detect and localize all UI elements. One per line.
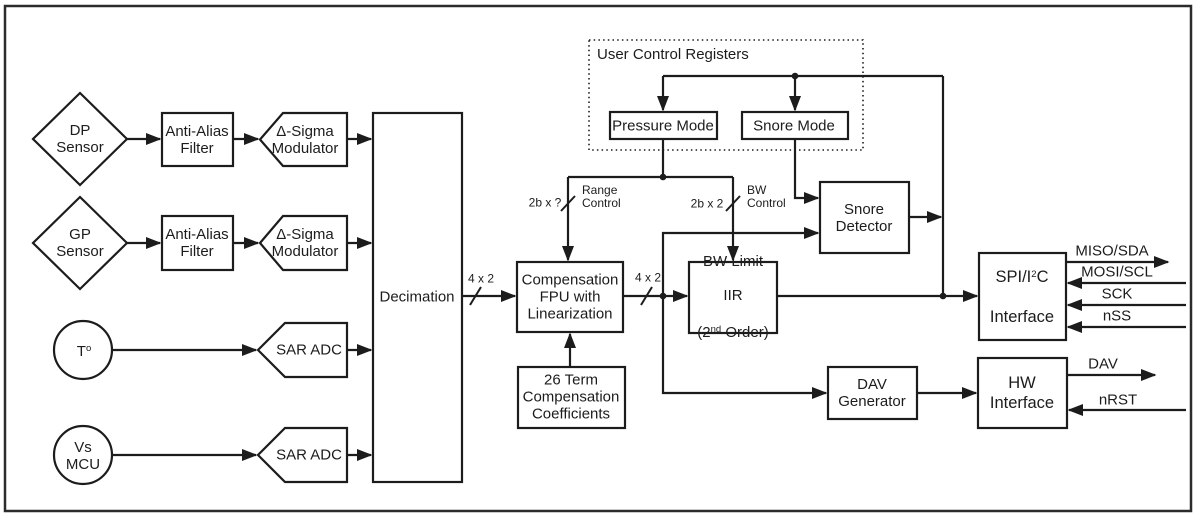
bw-limit-line3-post: Order) (721, 324, 769, 341)
spi-interface-box (977, 251, 1068, 342)
decimation-box (371, 111, 464, 484)
vs-mcu-label: Vs MCU (65, 439, 101, 473)
sar-adc-2-shape (256, 426, 349, 484)
dp-sensor-shape (31, 91, 129, 187)
bw-limit-line3-sup: nd (710, 324, 722, 335)
bus-slashes (469, 195, 741, 306)
gp-sensor-shape (31, 195, 129, 291)
hw-interface-box (976, 356, 1069, 430)
coefficients-label: 26 Term Compensation Coefficients (522, 371, 620, 423)
spi-interface-label: SPI/I2C Interface (990, 245, 1054, 347)
bus-label-decimation-out: 4 x 2 (467, 271, 495, 286)
signal-nss-label: nSS (1102, 307, 1132, 325)
bw-limit-line1: BW Limit (703, 253, 763, 270)
compensation-fpu-label: Compensation FPU with Linearization (521, 271, 619, 323)
bus-label-bw-bits: 2b x 2 (690, 196, 724, 211)
anti-alias-filter-1-label: Anti-Alias Filter (165, 123, 229, 157)
hw-interface-label: HW Interface (989, 374, 1055, 412)
user-control-registers-title: User Control Registers (597, 46, 749, 63)
signal-nrst-label: nRST (1098, 391, 1138, 409)
bw-limit-line3: (2nd Order) (697, 321, 768, 341)
spi-line1-post: C (1036, 268, 1049, 286)
signal-mosi-scl-label: MOSI/SCL (1081, 263, 1153, 281)
gp-sensor-label: GP Sensor (56, 226, 104, 260)
signal-dav-label: DAV (1088, 355, 1118, 373)
spi-line2: Interface (989, 308, 1055, 326)
bw-limit-line3-pre: (2 (697, 324, 711, 341)
spi-line1-sup: 2 (1031, 269, 1037, 280)
sar-adc-2-label: SAR ADC (276, 446, 342, 464)
signal-sck-label: SCK (1101, 285, 1133, 303)
anti-alias-filter-2-label: Anti-Alias Filter (165, 226, 229, 260)
signal-miso-sda-label: MISO/SDA (1075, 242, 1149, 260)
pressure-mode-label: Pressure Mode (612, 117, 714, 135)
spi-line1-pre: SPI/I (995, 268, 1032, 286)
junction-dots (659, 72, 947, 300)
bus-label-bw-control: BW Control (747, 183, 786, 210)
snore-detector-label: Snore Detector (835, 201, 893, 235)
bus-label-fpu-out: 4 x 2 (634, 270, 662, 285)
bw-limit-iir-box (687, 260, 779, 335)
temp-base: T (76, 343, 86, 360)
snore-mode-label: Snore Mode (753, 117, 835, 135)
bus-label-range-bits: 2b x ? (528, 195, 562, 210)
delta-sigma-modulator-2-shape (258, 214, 349, 272)
decimation-label: Decimation (379, 288, 455, 306)
temp-sup: o (85, 343, 92, 354)
dp-sensor-label: DP Sensor (56, 122, 104, 156)
dav-generator-label: DAV Generator (838, 376, 906, 410)
delta-sigma-modulator-1-shape (258, 111, 349, 168)
figure-border (3, 4, 1193, 513)
sar-adc-1-shape (256, 321, 349, 379)
bus-label-range-control: Range Control (582, 183, 621, 210)
bw-limit-iir-label: BW Limit IIR (2nd Order) (697, 236, 768, 358)
temp-source-label: To (77, 340, 91, 360)
delta-sigma-modulator-1-label: Δ-Sigma Modulator (271, 123, 339, 157)
coefficients-box (516, 365, 627, 430)
sar-adc-1-label: SAR ADC (276, 341, 342, 359)
delta-sigma-modulator-2-label: Δ-Sigma Modulator (271, 226, 339, 260)
bw-limit-line2: IIR (723, 287, 743, 304)
user-control-registers-dotted-box (588, 39, 864, 151)
spi-line1: SPI/I2C (990, 265, 1054, 287)
